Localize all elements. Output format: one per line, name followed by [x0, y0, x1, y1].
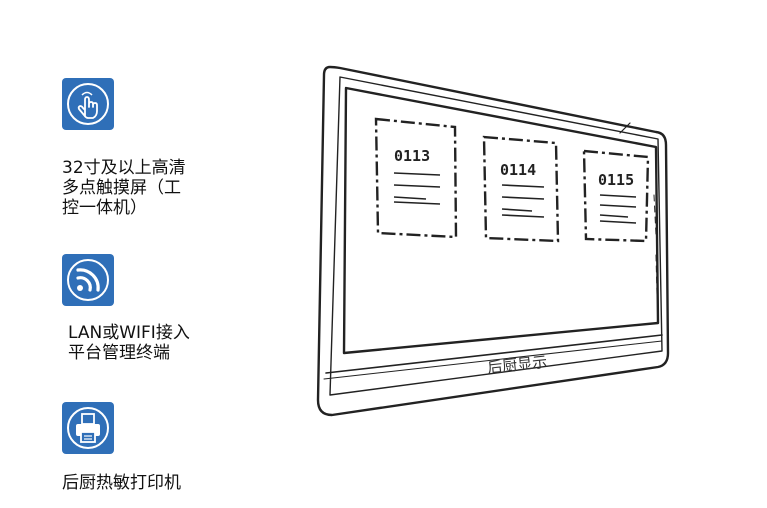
- wifi-signal-icon: [62, 254, 114, 306]
- kitchen-display-illustration: 0113 0114 0115 后厨显示: [316, 65, 670, 417]
- feature-printer-text: 后厨热敏打印机: [62, 473, 181, 493]
- order-number: 0114: [500, 161, 536, 179]
- order-number: 0113: [394, 147, 430, 165]
- order-ticket: 0113: [374, 117, 458, 239]
- order-number: 0115: [598, 171, 634, 189]
- feature-network-text: LAN或WIFI接入 平台管理终端: [68, 323, 190, 363]
- hand-touch-icon: [62, 78, 114, 130]
- order-ticket: 0115: [582, 149, 650, 243]
- display-bottom-label: 后厨显示: [487, 353, 549, 377]
- feature-touch-text: 32寸及以上高清 多点触摸屏（工 控一体机）: [62, 158, 186, 218]
- printer-icon: [62, 402, 114, 454]
- order-ticket: 0114: [482, 135, 560, 243]
